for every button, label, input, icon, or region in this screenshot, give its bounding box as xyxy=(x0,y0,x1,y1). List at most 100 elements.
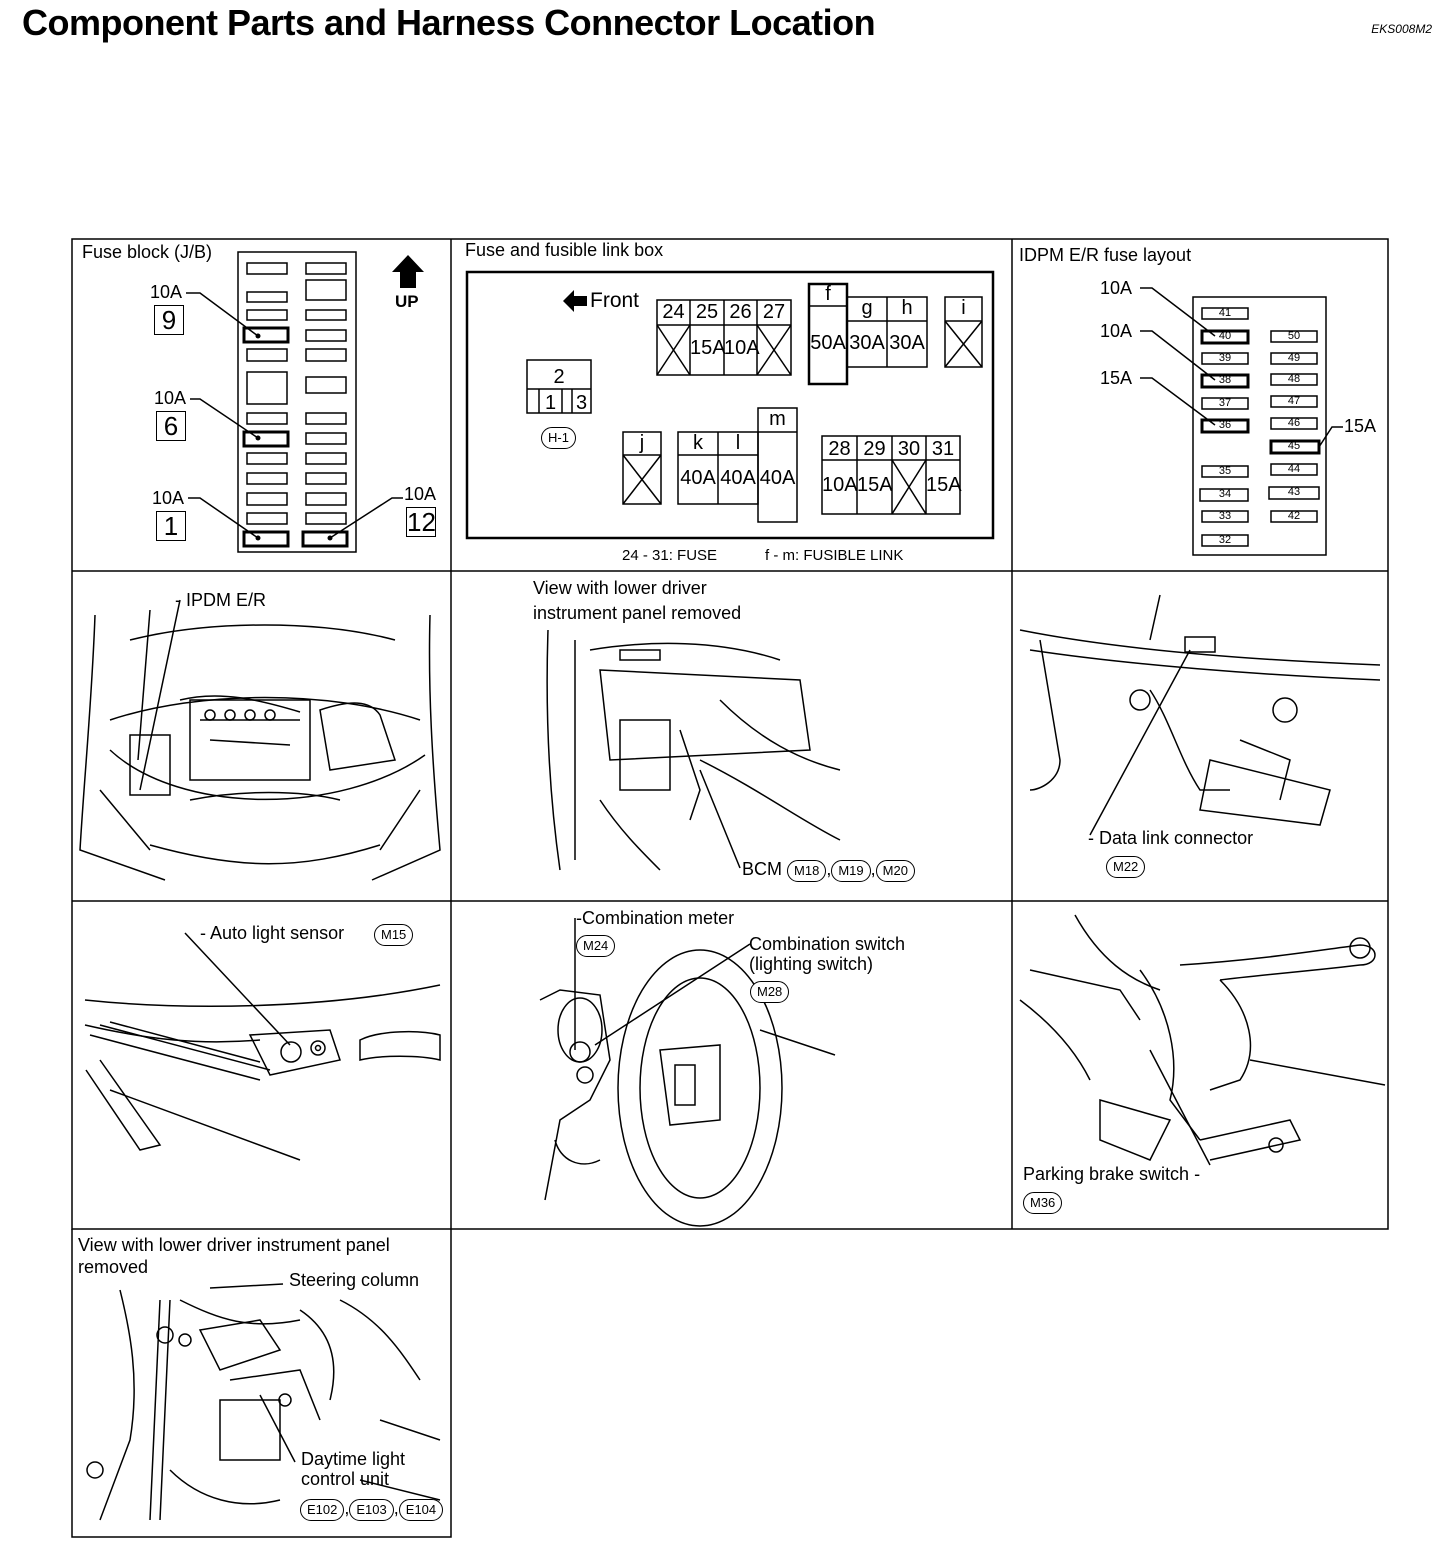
ipdm-fuse-32: 32 xyxy=(1218,534,1232,546)
front-label: Front xyxy=(590,289,640,312)
link-l-label: l xyxy=(735,432,741,454)
ipdm-fuse-42: 42 xyxy=(1287,510,1301,522)
fuse-26-value: 10A xyxy=(724,337,760,359)
legend-fuse: 24 - 31: FUSE xyxy=(622,547,718,564)
callout-amp-12: 10A xyxy=(404,484,437,504)
daytime-unit-label-1: Daytime light xyxy=(301,1449,406,1469)
fuse-26-label: 26 xyxy=(729,301,752,323)
link-k-label: k xyxy=(693,432,703,454)
connector-e104: E104 xyxy=(398,1499,444,1521)
fuse-number-9: 9 xyxy=(154,305,184,335)
link-f-label: f xyxy=(825,283,831,305)
callout-amp-1: 10A xyxy=(152,488,185,508)
ipdm-fuse-40: 40 xyxy=(1218,330,1232,342)
ipdm-fuse-45: 45 xyxy=(1287,440,1301,452)
ipdm-callout-38: 10A xyxy=(1100,321,1133,341)
ipdm-fuse-39: 39 xyxy=(1218,352,1232,364)
bcm-heading-2: instrument panel removed xyxy=(533,603,742,623)
connector-m24: M24 xyxy=(576,934,616,957)
connector-m20: M20 xyxy=(875,860,915,882)
callout-amp-6: 10A xyxy=(154,388,187,408)
ipdm-er-label: - IPDM E/R xyxy=(175,590,267,610)
ipdm-fuse-38: 38 xyxy=(1218,374,1232,386)
lighting-switch-label: (lighting switch) xyxy=(749,954,874,974)
auto-light-label: - Auto light sensor xyxy=(200,923,345,943)
ipdm-fuse-35: 35 xyxy=(1218,465,1232,477)
daytime-connectors: E102,E103,E104 xyxy=(300,1498,444,1521)
fuse-block-heading: Fuse block (J/B) xyxy=(82,242,213,262)
callout-amp-9: 10A xyxy=(150,282,183,302)
ipdm-layout-heading: IDPM E/R fuse layout xyxy=(1019,245,1192,265)
ipdm-fuse-47: 47 xyxy=(1287,395,1301,407)
fuse-number-1: 1 xyxy=(156,511,186,541)
connector-m36: M36 xyxy=(1023,1191,1063,1214)
ipdm-fuse-43: 43 xyxy=(1287,486,1301,498)
steering-column-label: Steering column xyxy=(289,1270,420,1290)
link-h-label: h xyxy=(901,297,913,319)
combination-switch-label: Combination switch xyxy=(749,934,906,954)
connector-m18: M18 xyxy=(787,860,827,882)
ipdm-fuse-41: 41 xyxy=(1218,307,1232,319)
ipdm-fuse-34: 34 xyxy=(1218,488,1232,500)
fuse-29-value: 15A xyxy=(857,474,893,496)
fuse-number-12: 12 xyxy=(406,507,436,537)
link-g-value: 30A xyxy=(849,332,885,354)
ipdm-fuse-46: 46 xyxy=(1287,417,1301,429)
connector-m22: M22 xyxy=(1106,855,1146,878)
fuse-24-label: 24 xyxy=(662,301,685,323)
link-f-value: 50A xyxy=(810,332,846,354)
fuse-30-label: 30 xyxy=(897,438,921,460)
fuse-31-label: 31 xyxy=(931,438,955,460)
h1-pin3: 3 xyxy=(575,392,588,414)
combination-meter-label: -Combination meter xyxy=(576,908,735,928)
link-m-label: m xyxy=(769,408,786,430)
link-i-label: i xyxy=(961,297,966,319)
h1-top: 2 xyxy=(553,366,565,388)
bcm-heading-1: View with lower driver xyxy=(533,578,707,598)
connector-m19: M19 xyxy=(831,860,871,882)
document-id: EKS008M2 xyxy=(1371,22,1432,36)
connector-e102: E102 xyxy=(300,1499,345,1521)
ipdm-fuse-37: 37 xyxy=(1218,397,1232,409)
parking-brake-label: Parking brake switch - xyxy=(1023,1164,1201,1184)
fuse-31-value: 15A xyxy=(926,474,962,496)
fuse-number-6: 6 xyxy=(156,411,186,441)
ipdm-callout-45: 15A xyxy=(1344,416,1377,436)
h1-pin1: 1 xyxy=(544,392,557,414)
daytime-unit-label-2: control unit xyxy=(301,1469,390,1489)
ipdm-callout-36: 15A xyxy=(1100,368,1133,388)
link-j-label: j xyxy=(639,432,645,454)
ipdm-fuse-49: 49 xyxy=(1287,352,1301,364)
fuse-28-value: 10A xyxy=(822,474,858,496)
daytime-heading-2: removed xyxy=(78,1257,149,1277)
up-label: UP xyxy=(395,292,419,311)
connector-m28: M28 xyxy=(750,980,790,1003)
fuse-25-label: 25 xyxy=(695,301,719,323)
connector-m15: M15 xyxy=(374,923,414,946)
h1-connector-tag: H-1 xyxy=(541,426,576,449)
fuse-link-box-heading: Fuse and fusible link box xyxy=(465,240,664,260)
ipdm-callout-40: 10A xyxy=(1100,278,1133,298)
link-g-label: g xyxy=(861,297,873,319)
daytime-heading-1: View with lower driver instrument panel xyxy=(78,1235,390,1255)
fuse-27-label: 27 xyxy=(762,301,786,323)
link-k-value: 40A xyxy=(680,467,716,489)
ipdm-fuse-33: 33 xyxy=(1218,510,1232,522)
bcm-label: BCM M18,M19,M20 xyxy=(742,859,915,882)
fuse-25-value: 15A xyxy=(690,337,726,359)
ipdm-fuse-48: 48 xyxy=(1287,373,1301,385)
fuse-29-label: 29 xyxy=(863,438,886,460)
ipdm-fuse-44: 44 xyxy=(1287,463,1301,475)
legend-fusible-link: f - m: FUSIBLE LINK xyxy=(765,547,904,564)
